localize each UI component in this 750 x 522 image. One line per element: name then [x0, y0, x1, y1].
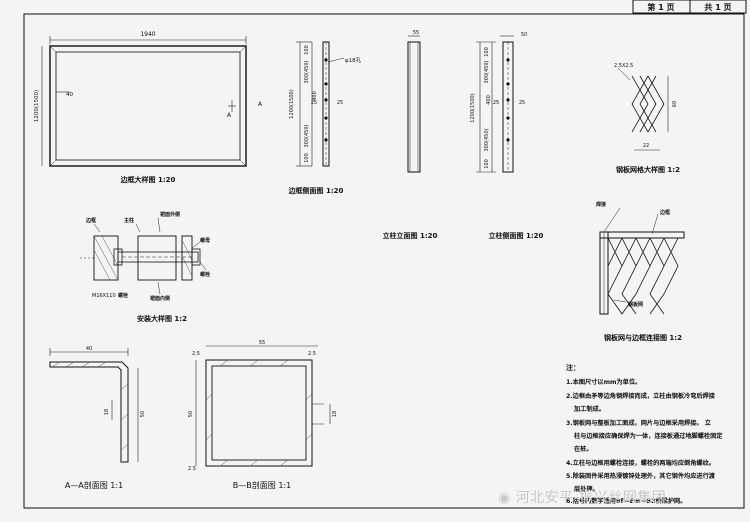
install-label-outer: 裙面外侧: [159, 211, 180, 218]
install-label-bolt2: 螺栓: [118, 292, 128, 299]
section-bb-title: B—B剖面图 1:1: [233, 480, 291, 490]
side-dim-7: 300(450): [304, 124, 310, 147]
bb-hole-label: 18: [332, 411, 338, 417]
install-label-post: 主柱: [124, 217, 134, 224]
frame-width-label: 1940: [140, 31, 155, 38]
title-block: 第 1 页 共 1 页: [632, 0, 747, 14]
section-mark-a: A: [227, 112, 232, 119]
border-frame-detail: 1940 1200(1500) 40 A A 边框大样图 1:20: [34, 31, 263, 184]
section-mark-a-right: A: [258, 101, 263, 108]
side-dim-3: 25: [311, 100, 317, 106]
post-dim-5: 400: [486, 95, 492, 105]
section-aa-title: A—A剖面图 1:1: [65, 480, 123, 490]
note-line-4: 3.钢板网与整板加工面成，网片与边框采用焊接。 立: [566, 419, 711, 427]
note-line-6: 在桩。: [574, 445, 593, 453]
post-dim-4: 25: [519, 100, 525, 106]
side-dim-8: 100: [304, 153, 310, 163]
install-detail-title: 安装大样图 1:2: [137, 314, 187, 323]
install-bolt-spec: M16X110: [92, 293, 116, 299]
side-dim-2: 300(450): [304, 60, 310, 83]
post-front-width: 55: [413, 30, 419, 36]
side-dim-6: 1200(1500): [289, 89, 295, 118]
watermark: ◉ 河北安平-振兴丝网集团: [498, 487, 666, 507]
post-dim-6: 1200(1500): [470, 93, 476, 122]
install-label-frame: 边框: [85, 217, 96, 224]
side-dim-5: 400: [312, 91, 318, 101]
sheet-border: [23, 13, 745, 509]
side-dim-4: 25: [337, 100, 343, 106]
bb-thick-left: 2.5: [192, 351, 200, 357]
post-dim-2: 300(450): [484, 60, 490, 83]
post-dim-8: 100: [484, 159, 490, 169]
note-line-5: 柱与边框接应确保焊为一体，连接板通过地脚螺栓固定: [574, 432, 723, 440]
aa-height-label: 50: [140, 411, 146, 417]
note-line-7: 4.立柱与边框用螺栓连接，螺栓的两端均应倒角螺纹。: [566, 459, 715, 467]
bb-width-label: 55: [259, 340, 265, 346]
post-side-title: 立柱侧面图 1:20: [489, 231, 544, 240]
post-dim-3: 25: [493, 100, 499, 106]
mesh-height-label: 60: [672, 101, 678, 107]
note-line-1: 1.本图尺寸以mm为单位。: [566, 378, 641, 386]
aa-hole-label: 18: [104, 409, 110, 415]
install-label-nut: 螺母: [200, 237, 210, 244]
aa-width-label: 40: [86, 346, 92, 352]
frame-label: 边框: [659, 209, 670, 216]
note-line-10: 6.括号内数字适用Bf—Em—B2桥梁护网。: [566, 497, 686, 505]
mesh-detail: 2.5X2.5 60 22 钢板网格大样图 1:2: [614, 63, 680, 174]
frame-offset-label: 40: [66, 92, 73, 98]
bb-height-label: 50: [188, 411, 194, 417]
bb-thick-bottom: 2.5: [188, 466, 196, 472]
post-dim-1: 100: [484, 47, 490, 57]
frame-height-label: 1200(1500): [34, 90, 40, 122]
weibo-icon: ◉: [498, 490, 511, 506]
install-detail: 边框 主柱 裙面外侧 螺母 螺栓 M16X110 螺栓 裙面内侧 安装大样图 1…: [80, 211, 210, 323]
sheet-number: 第 1 页: [647, 2, 674, 12]
mesh-size-label: 2.5X2.5: [614, 63, 633, 69]
section-aa: 40 18 50 A—A剖面图 1:1: [49, 346, 146, 490]
post-side-view: 50 100 300(450) 25 25 400 1200(1500) 300…: [470, 32, 544, 240]
install-label-bolt: 螺栓: [200, 271, 210, 278]
border-frame-title: 边框大样图 1:20: [120, 175, 176, 184]
notes: 注： 1.本图尺寸以mm为单位。 2.边框由矛等边角钢焊接而成，立柱由钢板冷弯后…: [566, 363, 723, 505]
post-dim-7: 300(450): [484, 128, 490, 151]
notes-heading: 注：: [566, 363, 580, 372]
post-side-width: 50: [521, 32, 527, 38]
note-line-2: 2.边框由矛等边角钢焊接而成，立柱由钢板冷弯后焊接: [566, 392, 716, 400]
post-front-title: 立柱立面图 1:20: [383, 231, 438, 240]
border-side-title: 边框侧面图 1:20: [288, 186, 344, 195]
mesh-label: 钢板网: [628, 301, 643, 308]
bb-thick-right: 2.5: [308, 351, 316, 357]
border-side-view: 100 300(450) 25 25 400 1200(1500) 300(45…: [288, 41, 362, 195]
post-front-view: 55 立柱立面图 1:20: [383, 30, 438, 240]
note-line-9: 层处理。: [574, 485, 599, 493]
weld-label: 焊接: [596, 201, 606, 208]
mesh-connection: 焊接 边框 钢板网 钢板网与边框连接图 1:2: [596, 201, 685, 342]
install-label-inner: 裙面内侧: [149, 295, 170, 302]
sheet-total: 共 1 页: [704, 2, 731, 12]
side-dim-1: 100: [304, 45, 310, 55]
mesh-connection-title: 钢板网与边框连接图 1:2: [604, 333, 682, 342]
mesh-width-label: 22: [643, 143, 649, 149]
note-line-8: 5.除装固件采用热浸镀锌处理外，其它钢件均应进行渡: [566, 472, 716, 480]
note-line-3: 加工制成。: [573, 405, 605, 413]
watermark-text: 河北安平-振兴丝网集团: [515, 490, 667, 506]
mesh-detail-title: 钢板网格大样图 1:2: [616, 165, 680, 174]
hole-label: φ18孔: [345, 56, 362, 64]
section-bb: 55 2.5 2.5 50 18 2.5 B—B剖面图 1:1: [188, 340, 338, 490]
